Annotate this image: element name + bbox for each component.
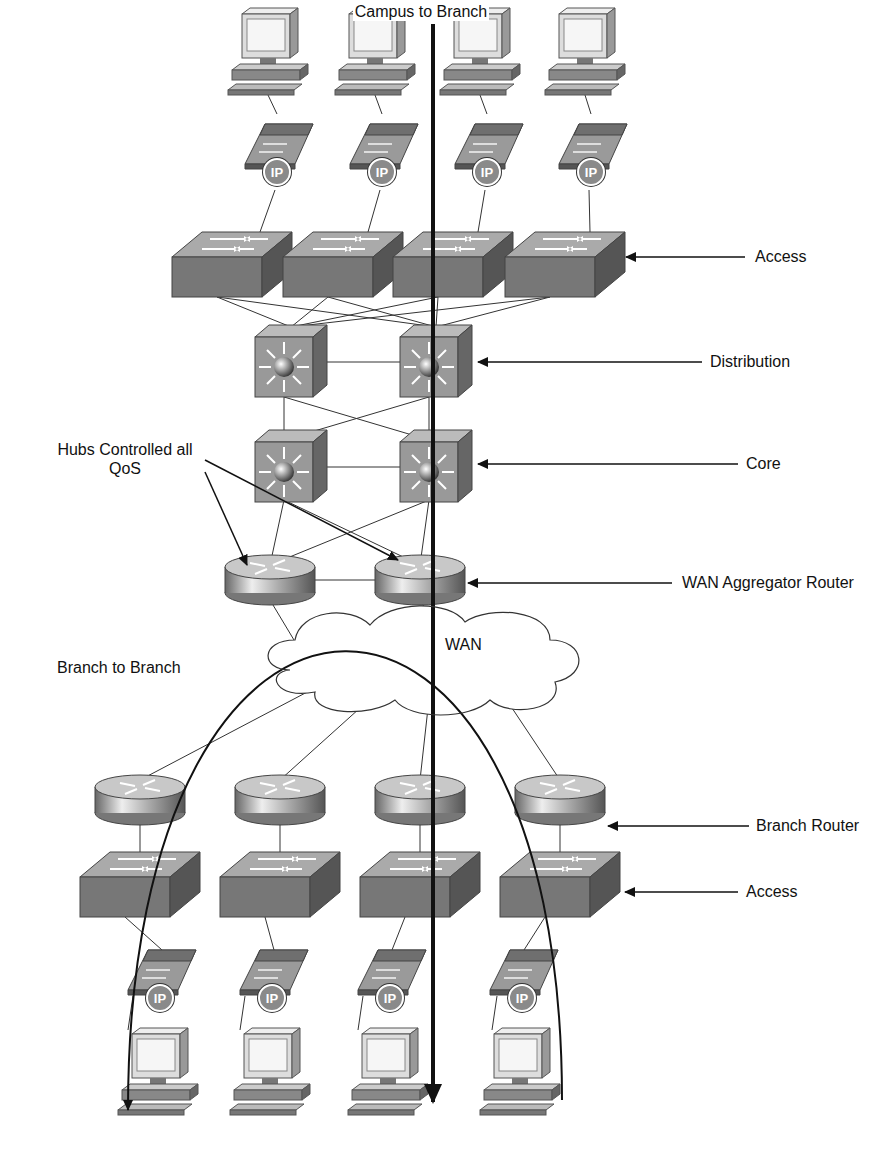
ip-text: IP — [384, 992, 396, 1005]
layer-label: Branch Router — [754, 816, 861, 835]
cloud-outline — [250, 600, 595, 720]
ip-badge: IP — [508, 984, 536, 1012]
callout-note: Hubs Controlled all QoS — [48, 440, 202, 478]
layer-label: WAN Aggregator Router — [680, 573, 856, 592]
layer-label: Access — [753, 247, 809, 266]
ip-text: IP — [376, 166, 388, 179]
ip-badge: IP — [473, 158, 501, 186]
flow-label: Campus to Branch — [353, 2, 490, 21]
ip-text: IP — [481, 166, 493, 179]
ip-badge: IP — [368, 158, 396, 186]
flow-label: Branch to Branch — [55, 658, 183, 677]
ip-text: IP — [271, 166, 283, 179]
ip-badge: IP — [577, 158, 605, 186]
ip-text: IP — [266, 992, 278, 1005]
ip-text: IP — [585, 166, 597, 179]
ip-badge: IP — [146, 984, 174, 1012]
layer-label: Distribution — [708, 352, 792, 371]
layer-label: Core — [744, 454, 783, 473]
wan-cloud: WAN — [250, 600, 595, 720]
ip-badge: IP — [376, 984, 404, 1012]
cloud-label: WAN — [445, 635, 482, 654]
layer-label: Access — [744, 882, 800, 901]
ip-badge: IP — [263, 158, 291, 186]
ip-text: IP — [154, 992, 166, 1005]
ip-badge: IP — [258, 984, 286, 1012]
ip-text: IP — [516, 992, 528, 1005]
